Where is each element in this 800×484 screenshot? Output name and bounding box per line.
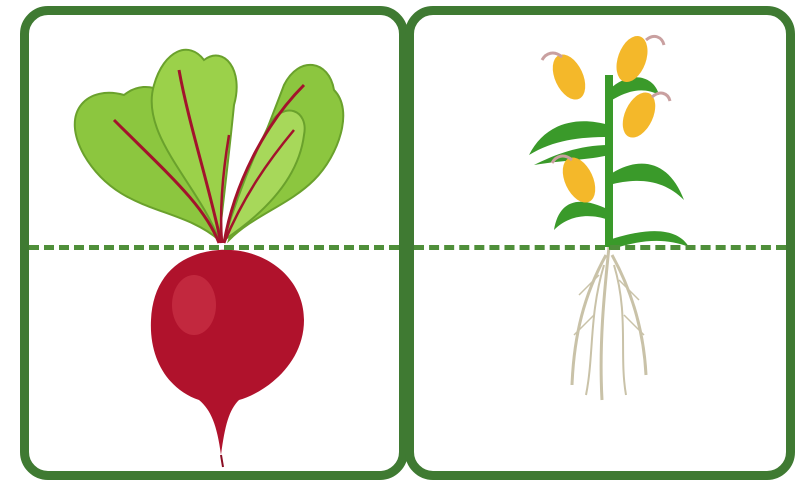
beet-leaves (75, 50, 343, 243)
beet-root (151, 250, 304, 467)
corn-card[interactable] (405, 6, 795, 480)
corn-roots (572, 247, 646, 400)
beetroot-card[interactable] (20, 6, 408, 480)
beetroot-icon (29, 15, 399, 471)
corn-plant-icon (414, 15, 786, 471)
ground-line (414, 245, 786, 250)
ground-line (29, 245, 399, 250)
